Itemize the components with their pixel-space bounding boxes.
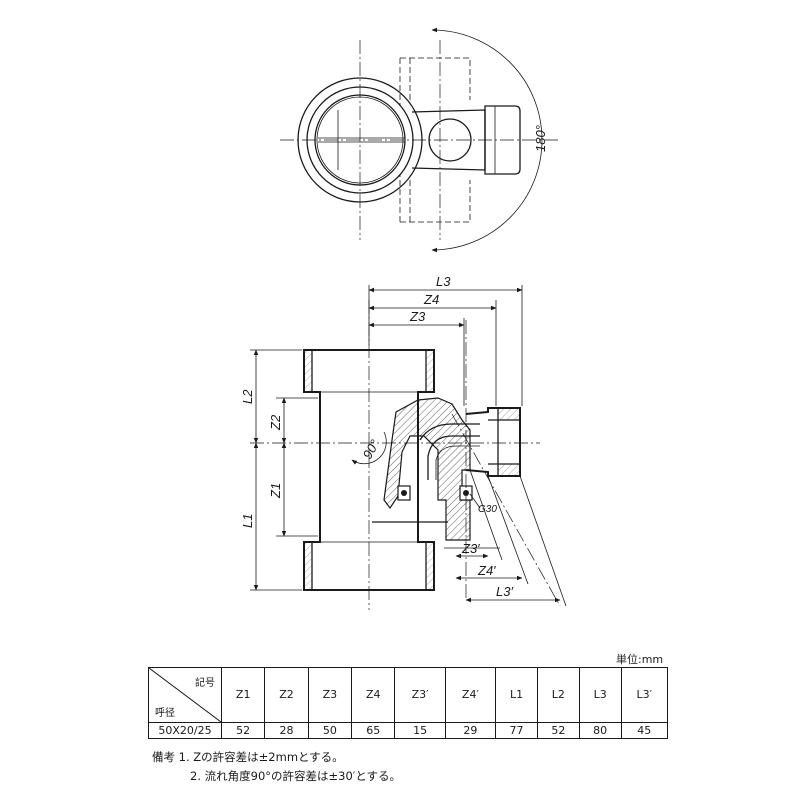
table-corner-cell: 記号 呼径: [148, 667, 222, 723]
note-line-1: 備考 1. Zの許容差は±2mmとする。: [152, 748, 401, 767]
table-cell: 65: [351, 721, 396, 740]
notes-label: 備考: [152, 750, 175, 764]
dimension-table: 記号 呼径 Z1 Z2 Z3 Z4 Z3′ Z4′ L1 L2 L3 L3′ 5…: [148, 667, 669, 740]
table-header-cell: Z4: [351, 667, 396, 723]
section-view: 90° G30 L3 Z4 Z3 L2 Z2 Z1 L1: [240, 274, 567, 610]
table-header-cell: L2: [536, 667, 580, 723]
dim-Z3prime-label: Z3′: [461, 541, 480, 556]
corner-diagonal: [149, 668, 221, 722]
table-row: 50X20/25 52 28 50 65 15 29 77 52 80 45: [148, 721, 669, 740]
note-line-2: 2. 流れ角度90°の許容差は±30′とする。: [152, 767, 401, 786]
dim-L2-label: L2: [240, 389, 255, 404]
table-header-cell: Z4′: [444, 667, 497, 723]
seal-label: G30: [478, 504, 497, 515]
dim-L3-label: L3: [436, 274, 451, 289]
table-size-cell: 50X20/25: [148, 721, 222, 740]
table-cell: 15: [394, 721, 446, 740]
rotation-angle-label: 180°: [533, 125, 548, 152]
corner-symbol-label: 記号: [195, 678, 215, 689]
table-header-cell: Z3: [307, 667, 353, 723]
table-header-cell: Z1: [220, 667, 266, 723]
dim-Z1-label: Z1: [268, 483, 283, 499]
table-cell: 52: [220, 721, 266, 740]
table-header-cell: L3′: [620, 667, 669, 723]
table-cell: 80: [578, 721, 622, 740]
table-cell: 29: [444, 721, 497, 740]
unit-label: 単位:mm: [616, 653, 664, 666]
dim-Z2-label: Z2: [268, 414, 283, 431]
table-cell: 52: [536, 721, 580, 740]
table-header-cell: Z2: [264, 667, 309, 723]
table-cell: 28: [264, 721, 309, 740]
corner-size-label: 呼径: [155, 707, 175, 719]
dim-Z3-label: Z3: [409, 309, 426, 324]
dim-Z4prime-label: Z4′: [477, 563, 496, 578]
notes: 備考 1. Zの許容差は±2mmとする。 2. 流れ角度90°の許容差は±30′…: [152, 748, 401, 786]
table-cell: 77: [495, 721, 538, 740]
dim-Z4-label: Z4: [423, 292, 439, 307]
note-item: 1. Zの許容差は±2mmとする。: [178, 750, 344, 764]
table-header-row: 記号 呼径 Z1 Z2 Z3 Z4 Z3′ Z4′ L1 L2 L3 L3′: [148, 667, 669, 723]
dim-L1-label: L1: [240, 514, 255, 528]
table-header-cell: L3: [578, 667, 622, 723]
table-cell: 45: [620, 721, 669, 740]
table-header-cell: Z3′: [394, 667, 446, 723]
note-item: 2. 流れ角度90°の許容差は±30′とする。: [190, 769, 402, 783]
top-view: 180°: [280, 27, 560, 253]
dim-L3prime-label: L3′: [496, 584, 513, 599]
table-cell: 50: [307, 721, 353, 740]
table-header-cell: L1: [495, 667, 538, 723]
engineering-drawing: 180°: [240, 27, 567, 610]
